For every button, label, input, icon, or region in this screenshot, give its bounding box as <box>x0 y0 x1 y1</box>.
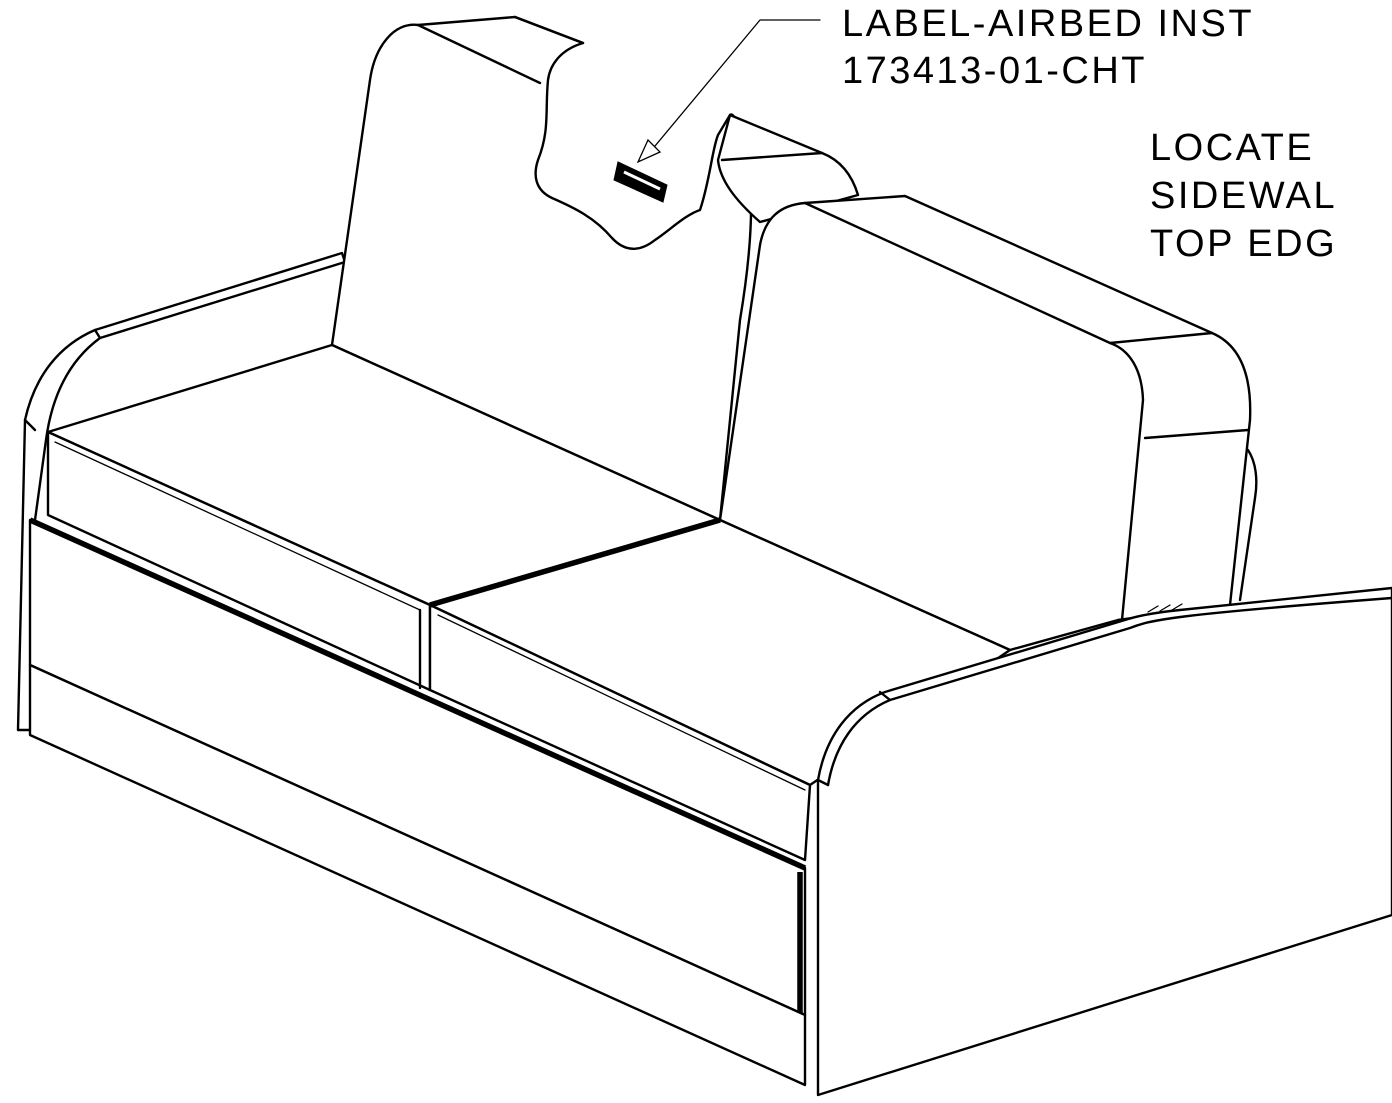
front-base-rail <box>28 517 807 1087</box>
instruction-line-3: TOP EDG <box>1150 223 1337 265</box>
seat-cushion-left <box>46 343 722 692</box>
airbed-instruction-label-icon <box>613 161 668 203</box>
leader-arrow-icon <box>636 19 821 164</box>
right-armrest <box>816 586 1392 1097</box>
instruction-line-1: LOCATE <box>1150 127 1314 169</box>
instruction-line-2: SIDEWAL <box>1150 175 1337 217</box>
back-cushion-right <box>716 113 1258 652</box>
part-number-text: 173413-01-CHT <box>842 50 1147 92</box>
part-label-text: LABEL-AIRBED INST <box>842 3 1254 45</box>
